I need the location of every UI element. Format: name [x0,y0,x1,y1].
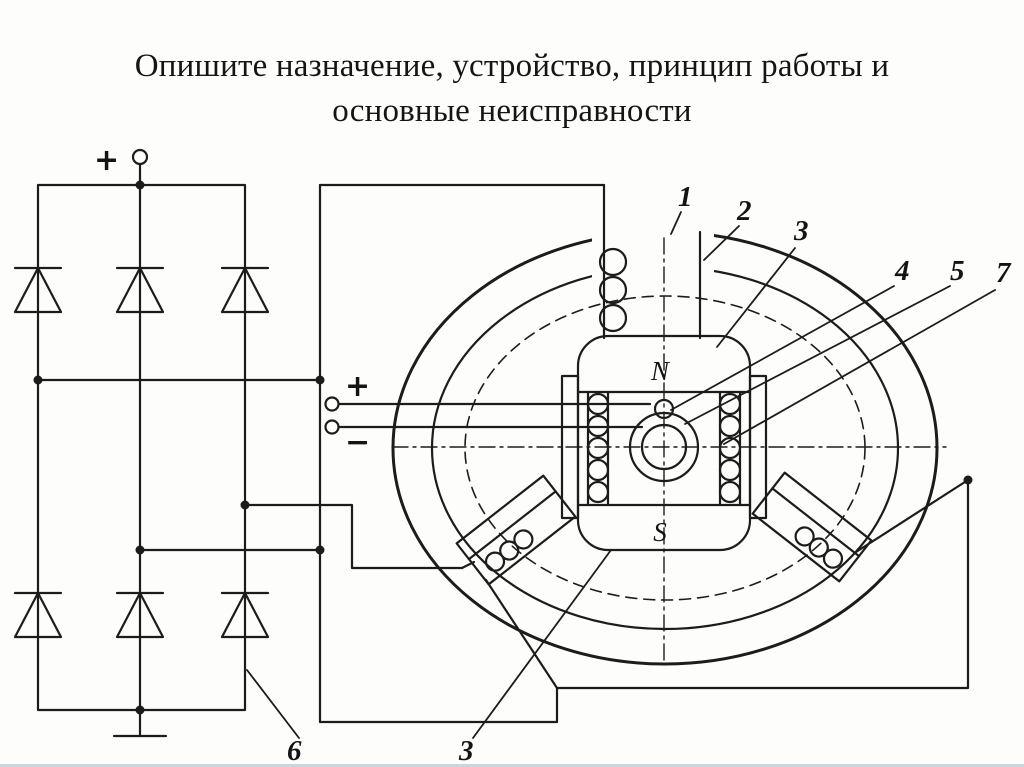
leader-line-3-top [716,247,796,348]
diode-row-top [13,266,270,314]
callouts: 1 2 3 4 5 7 6 3 [246,181,1012,767]
diode [13,591,63,639]
diode [220,591,270,639]
south-pole-label: S [653,517,667,547]
pole-shoe-left [560,374,580,520]
coil-loop [822,548,844,569]
diode [115,591,165,639]
right-coil-lead [854,478,970,554]
field-terminal-plus-ring [324,396,340,412]
wiring: + − [36,183,973,724]
slide-title-line2: основные неисправности [332,93,692,129]
pole-cap-lines [576,390,752,507]
rectifier-bridge: + [13,143,270,738]
diode [13,266,63,314]
rotor: N S [560,334,768,552]
callout-1: 1 [678,181,693,213]
junction-dot [135,180,145,190]
field-winding-left [586,390,610,507]
winding-path-dashed [464,295,866,601]
junction-dot [315,545,325,555]
callout-6: 6 [287,735,302,767]
callout-7: 7 [996,257,1012,289]
stator-coil-lower-right [751,471,873,583]
stator-coil-top [598,183,702,340]
coil-loop [598,247,628,277]
coil-loop [499,540,520,561]
slide-title-line1: Опишите назначение, устройство, принцип … [134,48,890,84]
junction-dot [135,705,145,715]
field-minus-label: − [345,425,370,460]
leader-line-6 [246,669,300,739]
callout-3-top: 3 [793,215,809,247]
rotor-shaft-outer [628,411,700,483]
stator-coil-lower-left [455,474,577,586]
junction-dot [315,375,325,385]
diode [220,266,270,314]
bridge-buses [36,183,247,712]
diode [115,266,165,314]
north-pole-label: N [650,356,671,386]
stator [391,218,939,666]
field-winding-right [718,390,742,507]
callout-5: 5 [950,255,965,287]
loop-wire [318,183,970,724]
leader-line-1 [670,211,682,235]
leader-line-4 [670,285,895,411]
coil-loop [598,303,628,333]
callout-4: 4 [894,255,910,287]
leader-line-3-bottom [472,549,612,739]
coil-loop [808,537,829,558]
coil-loop [598,275,628,305]
diode-row-bottom [13,591,270,639]
phase-lead-c [243,503,464,570]
coil-loop [484,551,506,572]
positive-terminal-label: + [94,143,119,178]
leader-line-7 [723,289,996,445]
coil-loop [513,529,534,550]
callout-3-bottom: 3 [458,735,474,767]
slide-title: Опишите назначение, устройство, принцип … [0,44,1024,134]
rotor-shaft-inner [640,423,688,471]
field-plus-label: + [345,369,370,404]
callout-2: 2 [736,195,752,227]
left-coil-lead-2 [484,578,559,690]
leader-line-2 [703,225,740,261]
slide-bottom-edge [0,764,1024,767]
positive-terminal-ring [131,148,149,166]
field-terminal-minus-ring [324,419,340,435]
leader-line-5 [684,285,951,425]
junction-dot [963,475,973,485]
coil-loop [794,526,815,547]
